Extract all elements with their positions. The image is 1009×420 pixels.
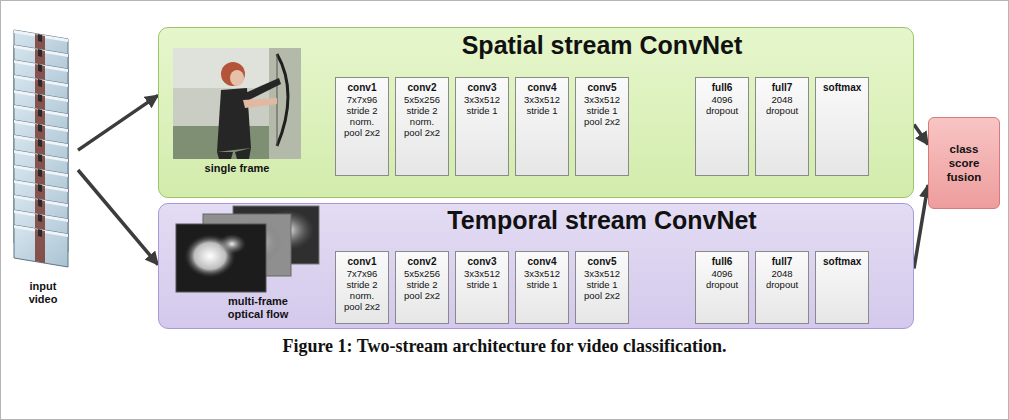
stream-title: Temporal stream ConvNet <box>447 206 756 235</box>
figure-caption: Figure 1: Two-stream architecture for vi… <box>282 336 726 357</box>
layer-params: 7x7x96 stride 2 norm. pool 2x2 <box>343 94 381 138</box>
layer-box: full72048 dropout <box>755 77 809 176</box>
layer-box: conv33x3x512 stride 1 <box>455 251 509 324</box>
layer-name: conv5 <box>583 255 621 268</box>
layer-name: softmax <box>823 255 861 268</box>
layer-name: conv4 <box>523 255 561 268</box>
layer-params: 7x7x96 stride 2 norm. pool 2x2 <box>343 268 381 312</box>
layer-params: 2048 dropout <box>763 268 801 290</box>
input-video: input video <box>8 28 78 312</box>
caption-slot: Figure 1: Two-stream architecture for vi… <box>0 336 1009 357</box>
image-label: single frame <box>189 162 285 175</box>
layer-box: conv17x7x96 stride 2 norm. pool 2x2 <box>335 251 389 324</box>
layer-params: 4096 dropout <box>703 268 741 290</box>
layer-params: 3x3x512 stride 1 pool 2x2 <box>583 268 621 301</box>
optical-flow-images <box>176 206 346 298</box>
video-frame-stack <box>8 28 78 273</box>
layer-box: full64096 dropout <box>695 251 749 324</box>
layer-box: conv53x3x512 stride 1 pool 2x2 <box>575 77 629 176</box>
layer-name: conv2 <box>403 255 441 268</box>
layer-box: softmax <box>815 77 869 176</box>
layer-box: conv17x7x96 stride 2 norm. pool 2x2 <box>335 77 389 176</box>
layer-box: conv53x3x512 stride 1 pool 2x2 <box>575 251 629 324</box>
layer-box: full72048 dropout <box>755 251 809 324</box>
layer-name: conv4 <box>523 81 561 94</box>
layer-name: full6 <box>703 81 741 94</box>
layer-params: 4096 dropout <box>703 94 741 116</box>
layer-params: 3x3x512 stride 1 <box>523 268 561 290</box>
layer-name: conv1 <box>343 81 381 94</box>
text-slot: multi-frame optical flow <box>218 295 298 321</box>
image-label: multi-frame optical flow <box>218 295 298 321</box>
single-frame-photo <box>173 48 301 159</box>
layer-name: conv2 <box>403 81 441 94</box>
layer-name: full6 <box>703 255 741 268</box>
layer-box: conv33x3x512 stride 1 <box>455 77 509 176</box>
flow-arrow <box>78 95 158 150</box>
layer-box: softmax <box>815 251 869 324</box>
layer-params: 5x5x256 stride 2 pool 2x2 <box>403 268 441 301</box>
layer-box: conv25x5x256 stride 2 norm. pool 2x2 <box>395 77 449 176</box>
layer-name: conv5 <box>583 81 621 94</box>
flow-arrow <box>78 170 158 265</box>
layer-name: softmax <box>823 81 861 94</box>
layer-box: full64096 dropout <box>695 77 749 176</box>
layer-params: 3x3x512 stride 1 <box>523 94 561 116</box>
layer-box: conv43x3x512 stride 1 <box>515 251 569 324</box>
layer-name: conv1 <box>343 255 381 268</box>
layer-name: conv3 <box>463 81 501 94</box>
text-slot: Spatial stream ConvNet <box>462 31 743 60</box>
flow-arrow <box>914 185 928 268</box>
stream-panel: Temporal stream ConvNet multi-frame optic… <box>158 203 914 329</box>
text-slot: single frame <box>189 162 285 175</box>
layer-box: conv43x3x512 stride 1 <box>515 77 569 176</box>
video-label: input video <box>20 280 66 306</box>
layer-params: 3x3x512 stride 1 <box>463 268 501 290</box>
layer-params: 3x3x512 stride 1 pool 2x2 <box>583 94 621 127</box>
flow-arrow <box>914 124 928 144</box>
stream-title: Spatial stream ConvNet <box>462 31 743 60</box>
layer-name: full7 <box>763 81 801 94</box>
text-slot: Temporal stream ConvNet <box>447 206 756 235</box>
fusion-box: class score fusion <box>928 117 1000 209</box>
layer-box: conv25x5x256 stride 2 pool 2x2 <box>395 251 449 324</box>
layer-params: 5x5x256 stride 2 norm. pool 2x2 <box>403 94 441 138</box>
stream-panel: Spatial stream ConvNet single frame conv17… <box>158 27 914 198</box>
layer-params: 2048 dropout <box>763 94 801 116</box>
text-slot: input video <box>8 280 78 306</box>
layer-name: conv3 <box>463 255 501 268</box>
layer-name: full7 <box>763 255 801 268</box>
layer-params: 3x3x512 stride 1 <box>463 94 501 116</box>
fusion-label: class score fusion <box>942 142 986 184</box>
